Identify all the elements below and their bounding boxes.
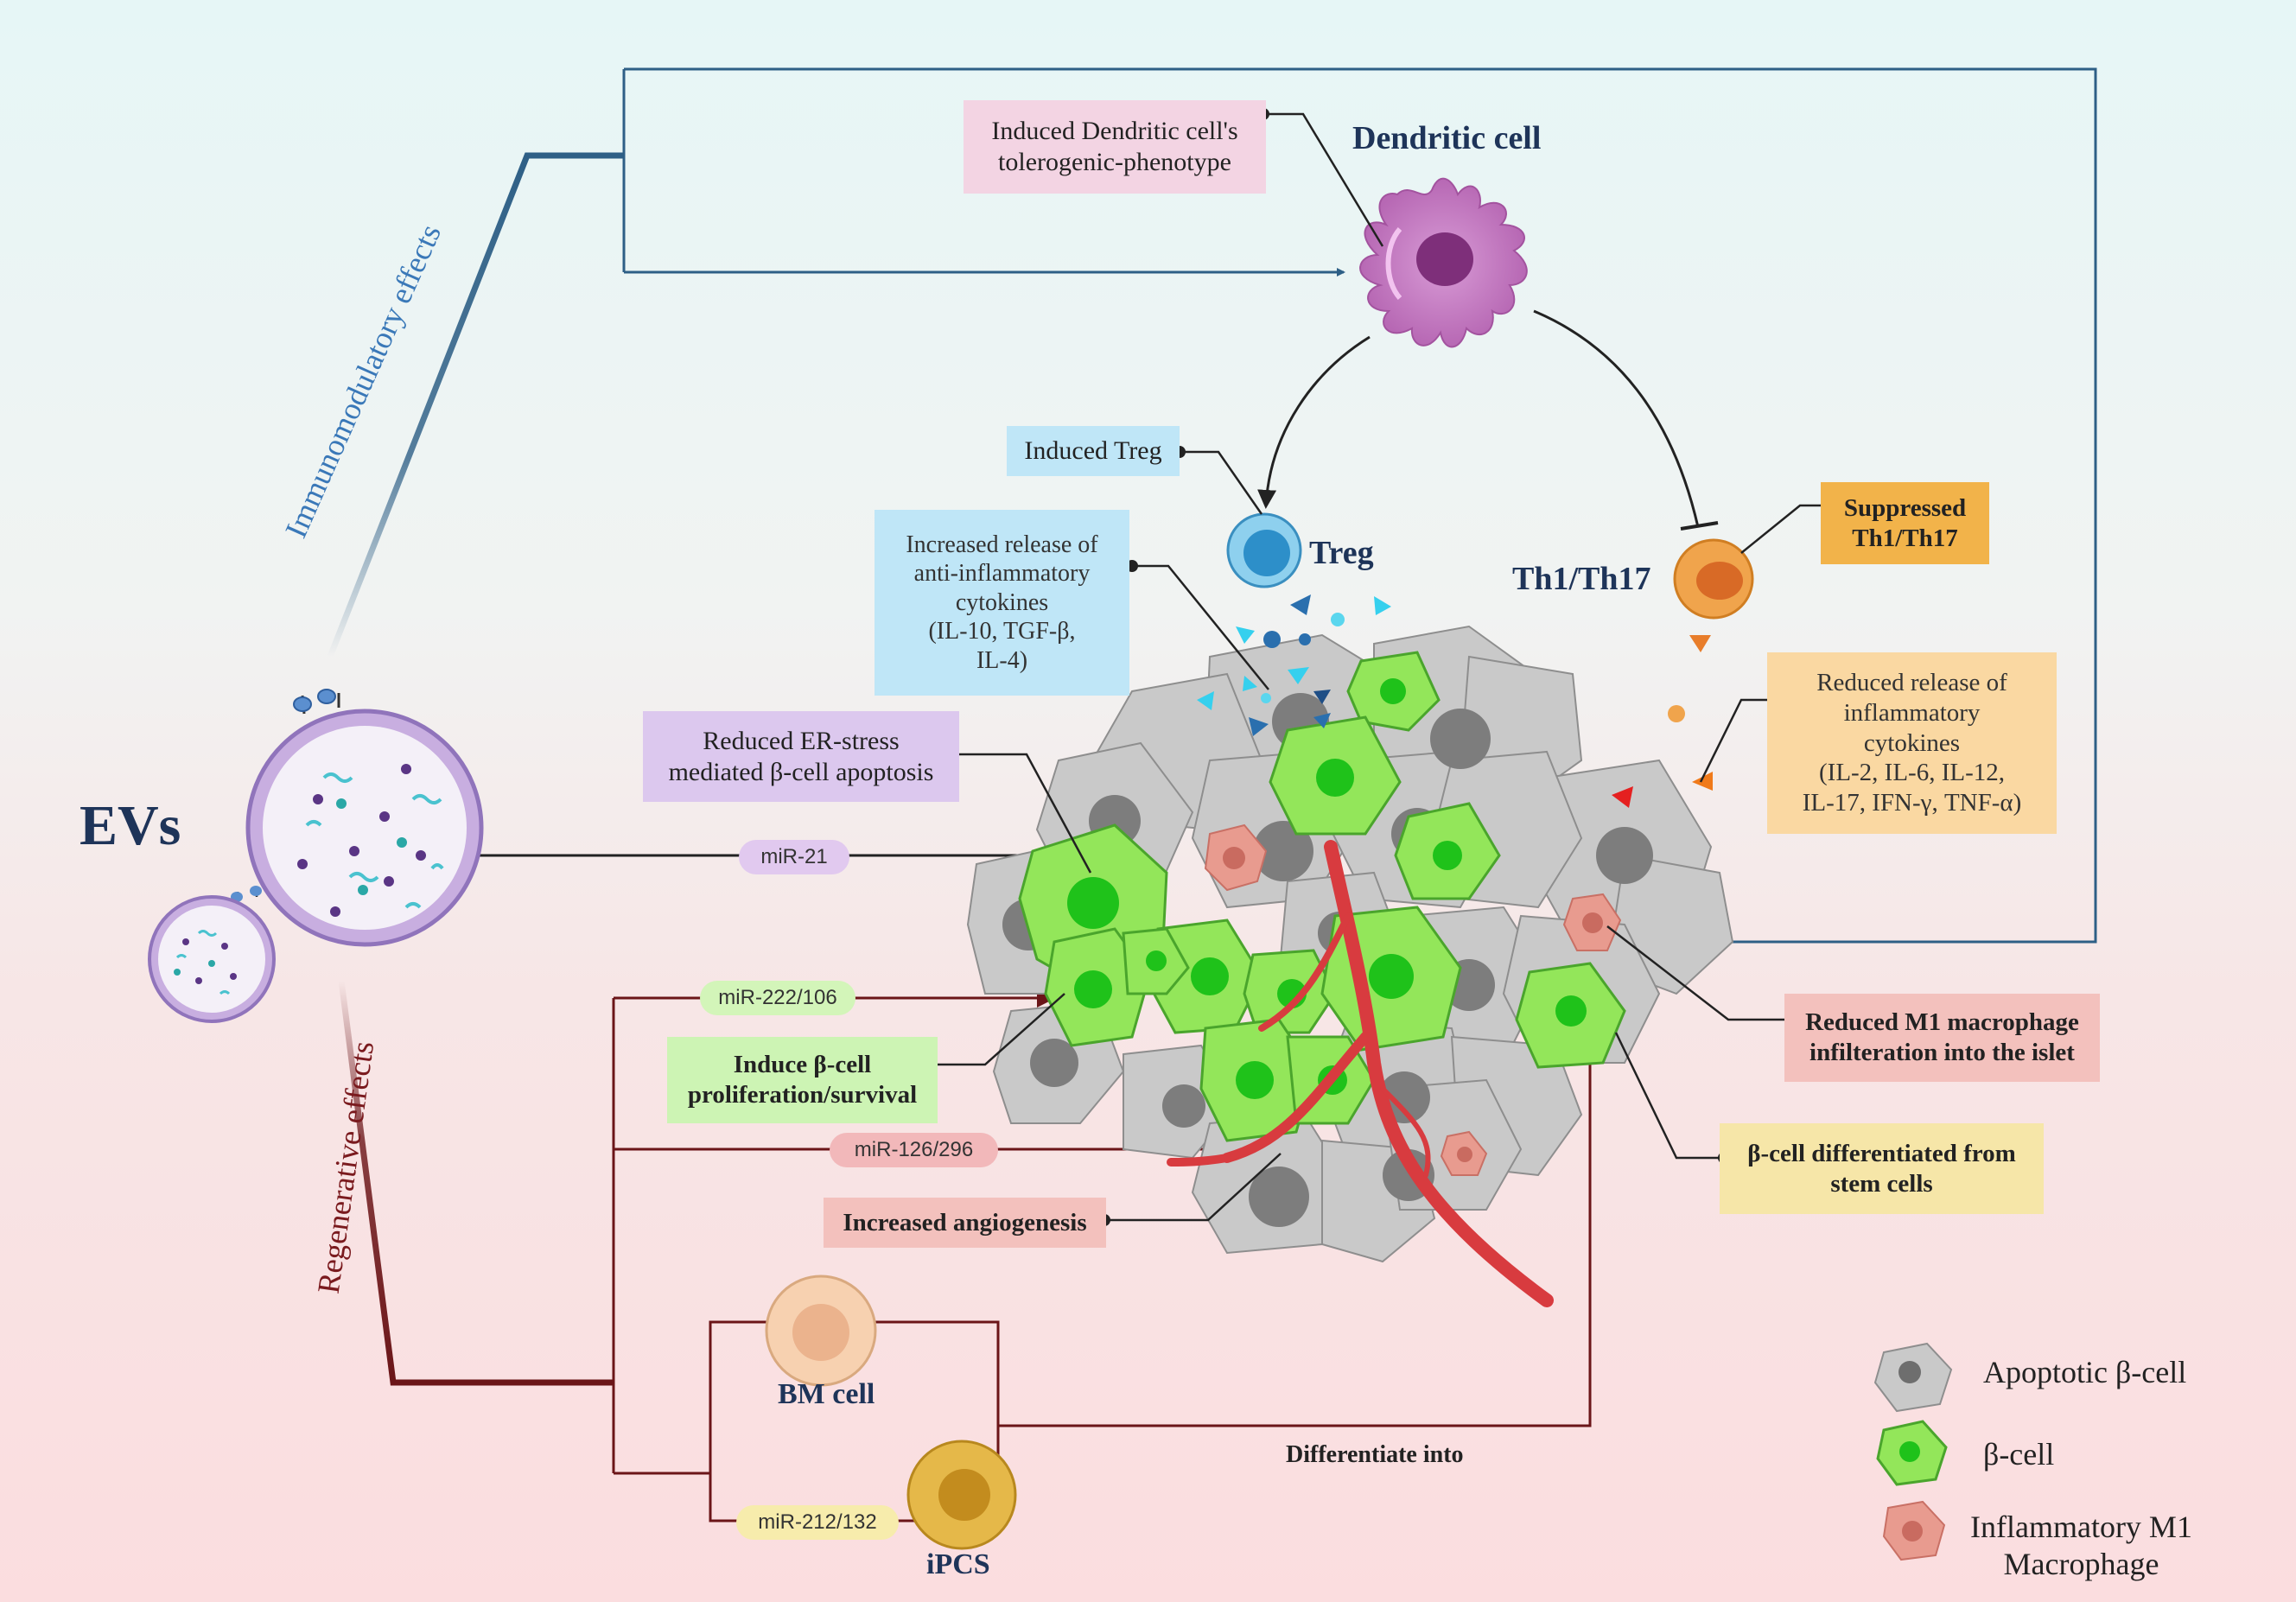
angiogenesis-box: Increased angiogenesis [824, 1198, 1106, 1248]
inhibit-dc-to-th [1533, 309, 1700, 528]
legend-apoptotic-label: Apoptotic β-cell [1983, 1355, 2187, 1389]
mir21-pill: miR-21 [739, 840, 849, 874]
legend-beta-label: β-cell [1983, 1437, 2055, 1472]
th-label: Th1/Th17 [1512, 561, 1651, 597]
mir126-pill: miR-126/296 [830, 1133, 998, 1167]
dendritic-cell-label: Dendritic cell [1352, 120, 1542, 156]
arrow-differentiate [998, 1012, 1600, 1427]
differentiate-label: Differentiate into [1286, 1441, 1464, 1468]
mir222-pill: miR-222/106 [700, 981, 855, 1015]
bm-cell [765, 1275, 877, 1387]
ev-large [245, 689, 484, 947]
treg-label: Treg [1309, 535, 1374, 571]
th-cell [1673, 538, 1754, 620]
bm-cell-label: BM cell [778, 1378, 875, 1410]
regen-trunk-line [338, 980, 614, 1386]
beta-nuclei [1067, 678, 1587, 1099]
m1-in-islet [1204, 823, 1622, 1176]
induced-treg-box: Induced Treg [1007, 426, 1180, 476]
evs-title: EVs [80, 794, 181, 857]
regen-branch [338, 980, 1600, 1523]
inflammatory-particles [1612, 635, 1713, 808]
inhibit-bar [1680, 521, 1719, 531]
ev-small [148, 886, 276, 1023]
dendritic-cell [1359, 177, 1528, 348]
blood-vessels [1167, 840, 1554, 1307]
anti-inflammatory-particles [1197, 594, 1391, 736]
islet-cluster [966, 594, 1734, 1307]
legend-icons [1873, 1342, 1953, 1561]
arrow-dc-to-treg [1257, 335, 1371, 509]
mir212-pill: miR-212/132 [736, 1505, 899, 1540]
treg-cell [1226, 512, 1302, 588]
immuno-trunk-line [327, 152, 624, 658]
ipcs-cell [906, 1440, 1017, 1550]
ipcs-label: iPCS [926, 1548, 990, 1580]
